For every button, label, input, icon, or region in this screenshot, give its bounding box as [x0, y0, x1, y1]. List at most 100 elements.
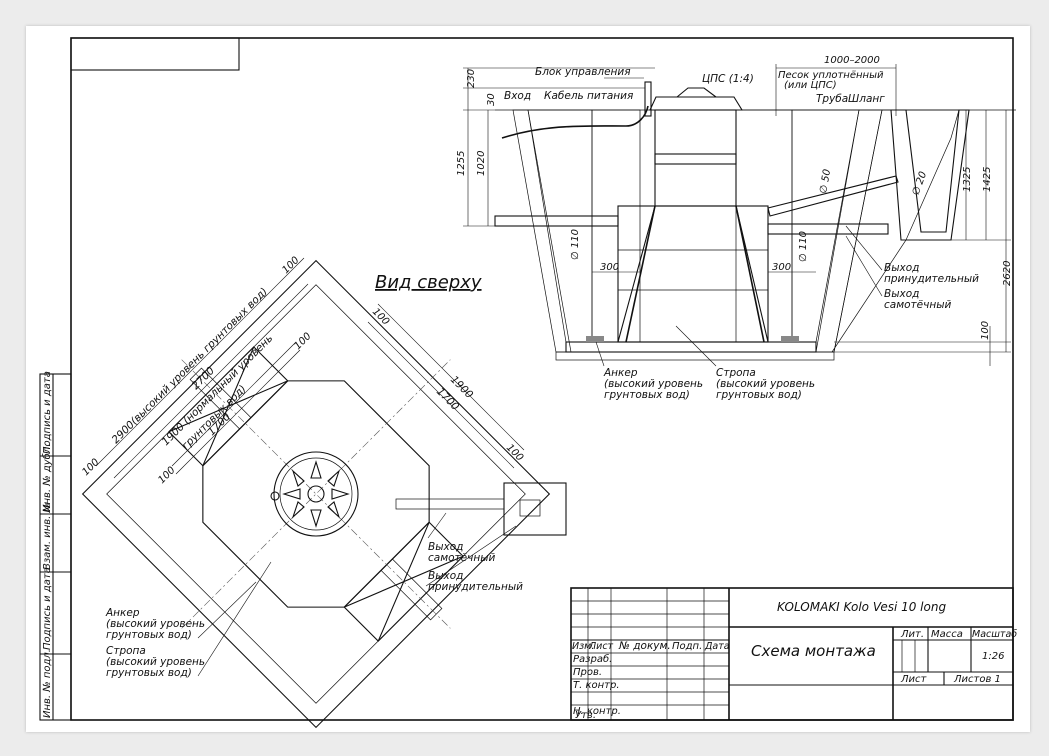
label-outlet-gravity-2: самотёчный	[884, 299, 951, 311]
plan-strap-bottom	[343, 521, 464, 642]
plan-label-outlet-pressure-2: принудительный	[428, 581, 523, 593]
label-anchor-2: (высокий уровень	[604, 378, 703, 390]
label-pipe: Труба	[816, 93, 848, 105]
base-slab	[565, 341, 817, 353]
dim-300-right: 300	[772, 262, 791, 273]
plan-lid-ribs	[282, 460, 350, 528]
dim-d110-left: ∅ 110	[570, 229, 581, 260]
soil-bottom	[555, 351, 835, 361]
plan-label-anchor-1: Анкер	[105, 607, 140, 619]
soil-left	[512, 109, 572, 353]
tb-row-nkontr: Н. контр.	[573, 706, 621, 717]
plan-dim-100f: 100	[504, 442, 525, 463]
backfill-sand-right	[791, 109, 860, 343]
label-strap-1: Стропа	[716, 367, 756, 379]
tb-col-sign: Подп.	[672, 641, 702, 652]
title-block: Изм. Лист № докум. Подп. Дата Разраб. Пр…	[570, 587, 1017, 721]
dim-1020: 1020	[476, 151, 487, 176]
plan-outlet-pipe	[395, 498, 505, 510]
label-outlet-pressure-2: принудительный	[884, 273, 979, 285]
tank-lid	[649, 96, 743, 111]
cps-layer-right	[735, 109, 793, 343]
dim-230: 230	[466, 69, 477, 88]
dim-1000-2000: 1000–2000	[824, 55, 880, 66]
dim-d50: ∅ 50	[818, 168, 833, 194]
plan-dim-100b: 100	[80, 457, 101, 478]
label-strap-2: (высокий уровень	[716, 378, 815, 390]
label-anchor-3: грунтовых вод)	[604, 389, 690, 401]
tb-row-razrab: Разраб.	[573, 653, 612, 665]
outlet-pipe-pressure	[767, 175, 899, 217]
plan-dim-100e: 100	[370, 306, 391, 327]
stamp-inv-dubl: Инв. № дубл.	[41, 444, 53, 512]
drawing-canvas: Инв. № подл. Подпись и дата Взам. инв. №…	[39, 37, 1017, 729]
tb-row-tkontr: Т. контр.	[573, 680, 620, 691]
plan-label-strap-1: Стропа	[106, 645, 146, 657]
control-block	[644, 81, 652, 117]
plan-label-strap-2: (высокий уровень	[106, 656, 205, 668]
label-cps: ЦПС (1:4)	[702, 73, 754, 85]
label-outlet-gravity-1: Выход	[884, 288, 919, 300]
tb-lit: Лит.	[900, 629, 924, 640]
stamp-inv-podl: Инв. № подл.	[42, 649, 53, 718]
plan-view: Вид сверху	[80, 255, 567, 729]
stamp-vzam-inv: Взам. инв. №	[42, 502, 53, 570]
stamp-podp-data: Подпись и дата	[42, 371, 53, 454]
tb-scale-value: 1:26	[982, 651, 1004, 662]
tb-row-utv: Утв.	[575, 710, 596, 721]
tb-col-date: Дата	[704, 641, 730, 652]
label-control-block: Блок управления	[535, 66, 631, 78]
dim-30: 30	[486, 93, 497, 106]
label-inlet: Вход	[504, 90, 531, 102]
tb-drawing-name: Схема монтажа	[751, 642, 876, 660]
stamp-podp-data: Подпись и дата	[42, 567, 53, 650]
dim-100: 100	[980, 321, 991, 340]
power-cable	[501, 105, 649, 139]
label-outlet-pressure-1: Выход	[884, 262, 919, 274]
tb-scale-label: Масштаб	[972, 629, 1017, 640]
dim-d110-right: ∅ 110	[798, 231, 809, 262]
outlet-pipe-gravity	[767, 223, 889, 235]
strap-left	[625, 205, 656, 343]
tank-neck	[654, 109, 737, 207]
plan-title: Вид сверху	[375, 272, 482, 293]
tb-col-izm: Изм.	[572, 641, 594, 652]
plan-label-outlet-gravity-2: самотёчный	[428, 552, 495, 564]
tb-product: KOLOMAKI Kolo Vesi 10 long	[777, 600, 946, 614]
side-stamp: Инв. № подл. Подпись и дата Взам. инв. №…	[39, 371, 72, 721]
label-anchor-1: Анкер	[603, 367, 638, 379]
plan-lid-center	[307, 485, 325, 503]
plan-label-anchor-2: (высокий уровень	[106, 618, 205, 630]
dim-2620: 2620	[1002, 261, 1013, 286]
anchor-right	[781, 336, 799, 342]
section-view: Блок управления Вход Кабель питания ЦПС …	[456, 55, 1016, 401]
anchor-left	[586, 336, 604, 342]
tb-row-prov: Пров.	[573, 667, 602, 678]
tb-col-doc: № докум.	[618, 640, 671, 652]
dim-1325: 1325	[962, 167, 973, 192]
dim-1425: 1425	[982, 167, 993, 192]
plan-lid	[273, 451, 359, 537]
drawing-sheet: Инв. № подл. Подпись и дата Взам. инв. №…	[26, 26, 1030, 732]
plan-label-outlet-gravity-1: Выход	[428, 541, 463, 553]
tb-col-list: Лист	[588, 641, 614, 652]
label-strap-3: грунтовых вод)	[716, 389, 802, 401]
plan-dim-100d: 100	[156, 465, 177, 486]
soil-right	[815, 109, 883, 353]
label-hose: Шланг	[848, 93, 885, 105]
tb-sheets: Листов 1	[953, 674, 1001, 685]
tb-mass: Масса	[931, 629, 963, 640]
label-power-cable: Кабель питания	[544, 90, 633, 102]
plan-dim-100a: 100	[280, 255, 301, 276]
strap-right	[735, 205, 765, 343]
dim-1255: 1255	[456, 151, 467, 176]
tb-sheet: Лист	[900, 674, 928, 685]
tb-utv-row: Утв.	[575, 710, 596, 721]
inlet-pipe	[494, 215, 619, 227]
plan-dim-100c: 100	[292, 331, 313, 352]
label-sand-1: Песок уплотнённый	[778, 70, 884, 81]
dim-300-left: 300	[600, 262, 619, 273]
plan-label-anchor-3: грунтовых вод)	[106, 629, 192, 641]
label-sand-2: (или ЦПС)	[784, 80, 837, 91]
plan-label-strap-3: грунтовых вод)	[106, 667, 192, 679]
